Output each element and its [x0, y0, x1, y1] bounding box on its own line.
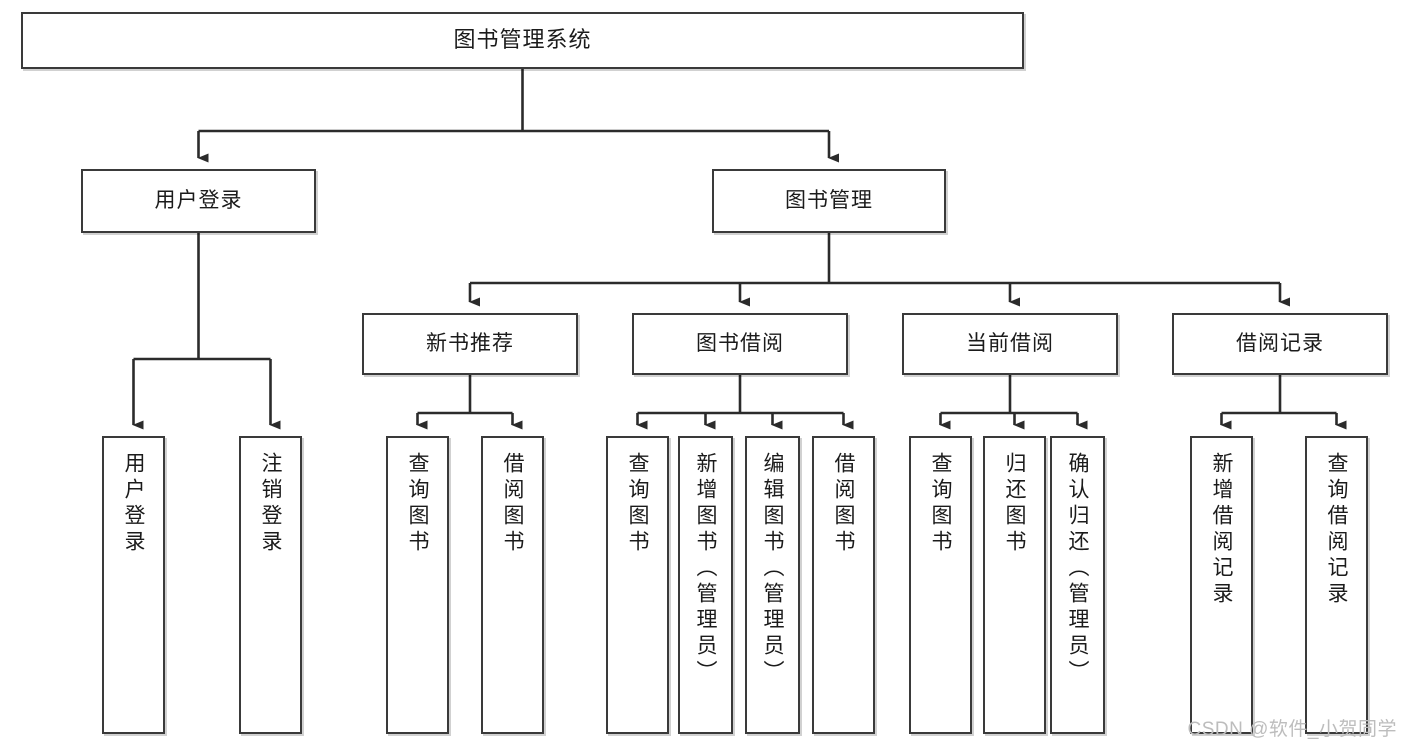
node-leaf-query-book-3-label: 查询图书 — [929, 452, 952, 556]
node-leaf-edit-book[interactable]: 编辑图书（管理员） — [745, 436, 800, 734]
node-leaf-query-record-label: 查询借阅记录 — [1325, 452, 1348, 608]
node-leaf-query-book-1-label: 查询图书 — [406, 452, 429, 556]
node-root[interactable]: 图书管理系统 — [21, 12, 1024, 69]
node-leaf-edit-book-label: 编辑图书（管理员） — [761, 452, 784, 686]
node-leaf-borrow-book-2[interactable]: 借阅图书 — [812, 436, 875, 734]
node-borrow-record[interactable]: 借阅记录 — [1172, 313, 1388, 375]
node-leaf-return-book[interactable]: 归还图书 — [983, 436, 1046, 734]
node-current-borrow[interactable]: 当前借阅 — [902, 313, 1118, 375]
node-leaf-add-book[interactable]: 新增图书（管理员） — [678, 436, 733, 734]
node-book-borrow-label: 图书借阅 — [696, 332, 784, 356]
node-leaf-confirm-return-label: 确认归还（管理员） — [1066, 452, 1089, 686]
node-leaf-query-book-1[interactable]: 查询图书 — [386, 436, 449, 734]
node-leaf-return-book-label: 归还图书 — [1003, 452, 1026, 556]
node-book-manage-label: 图书管理 — [785, 189, 873, 213]
node-leaf-user-logout-label: 注销登录 — [259, 452, 282, 556]
node-borrow-record-label: 借阅记录 — [1236, 332, 1324, 356]
csdn-watermark: CSDN @软件_小贺同学 — [1187, 719, 1397, 740]
node-leaf-user-login[interactable]: 用户登录 — [102, 436, 165, 734]
node-leaf-borrow-book-2-label: 借阅图书 — [832, 452, 855, 556]
node-leaf-user-login-label: 用户登录 — [122, 452, 145, 556]
node-user-login[interactable]: 用户登录 — [81, 169, 316, 233]
node-new-book-rec[interactable]: 新书推荐 — [362, 313, 578, 375]
node-leaf-add-book-label: 新增图书（管理员） — [694, 452, 717, 686]
node-leaf-query-book-2[interactable]: 查询图书 — [606, 436, 669, 734]
node-root-label: 图书管理系统 — [453, 27, 592, 53]
node-leaf-borrow-book-1-label: 借阅图书 — [501, 452, 524, 556]
node-leaf-query-book-3[interactable]: 查询图书 — [909, 436, 972, 734]
node-leaf-query-record[interactable]: 查询借阅记录 — [1305, 436, 1368, 734]
node-book-manage[interactable]: 图书管理 — [712, 169, 946, 233]
node-leaf-add-record[interactable]: 新增借阅记录 — [1190, 436, 1253, 734]
node-user-login-label: 用户登录 — [154, 189, 243, 213]
node-book-borrow[interactable]: 图书借阅 — [632, 313, 848, 375]
node-leaf-confirm-return[interactable]: 确认归还（管理员） — [1050, 436, 1105, 734]
node-leaf-user-logout[interactable]: 注销登录 — [239, 436, 302, 734]
node-leaf-add-record-label: 新增借阅记录 — [1210, 452, 1233, 608]
node-current-borrow-label: 当前借阅 — [966, 332, 1054, 356]
node-leaf-borrow-book-1[interactable]: 借阅图书 — [481, 436, 544, 734]
node-leaf-query-book-2-label: 查询图书 — [626, 452, 649, 556]
node-new-book-rec-label: 新书推荐 — [426, 332, 514, 356]
